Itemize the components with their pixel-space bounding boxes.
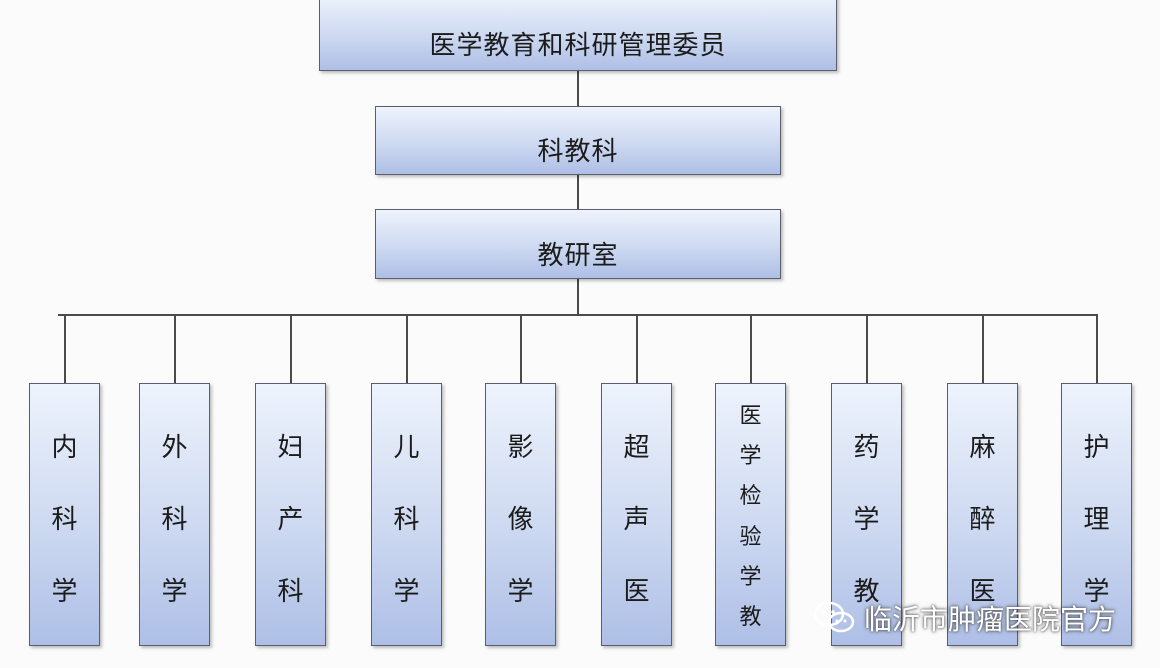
department-char: 像 [507,504,534,535]
connector-dept-2 [289,314,292,383]
department-char: 影 [507,433,534,464]
department-char: 儿 [393,433,420,464]
department-box: 外科学 [139,383,210,646]
connector-dept-8 [981,314,984,383]
department-char: 学 [161,576,188,607]
department-char: 理 [1083,504,1110,535]
jiaoyanshi-label: 教研室 [537,241,619,271]
department-char: 妇 [277,433,304,464]
connector-dept-3 [405,314,408,383]
keji-box: 科教科 [375,106,781,175]
department-char: 学 [393,576,420,607]
department-box: 药学教 [831,383,902,646]
department-char: 学 [1083,576,1110,607]
department-char: 教 [853,576,880,607]
connector-dept-9 [1095,314,1098,383]
department-char: 检 [739,484,762,510]
connector-dept-5 [635,314,638,383]
department-char: 产 [277,504,304,535]
department-char: 护 [1083,433,1110,464]
department-char: 麻 [969,433,996,464]
department-char: 医 [623,576,650,607]
jiaoyanshi-box: 教研室 [375,209,781,279]
department-char: 学 [51,576,78,607]
connector-top-to-keji [577,70,579,106]
top-committee-box: 医学教育和科研管理委员 [319,0,837,71]
department-box: 影像学 [485,383,556,646]
department-box: 妇产科 [255,383,326,646]
department-char: 外 [161,433,188,464]
watermark: 临沂市肿瘤医院官方 [812,596,1116,640]
department-char: 内 [51,433,78,464]
department-box: 麻醉医 [947,383,1018,646]
department-char: 学 [739,444,762,470]
department-box: 医学检验学教 [715,383,786,646]
keji-label: 科教科 [537,137,619,167]
department-char: 声 [623,504,650,535]
department-box: 护理学 [1061,383,1132,646]
department-box: 超声医 [601,383,672,646]
wechat-icon [813,601,855,633]
department-char: 学 [507,576,534,607]
department-char: 醉 [969,504,996,535]
department-char: 科 [161,504,188,535]
connector-jiaoyan-down [577,279,579,315]
connector-dept-6 [749,314,752,383]
connector-dept-0 [63,314,66,383]
department-char: 学 [853,504,880,535]
department-char: 科 [393,504,420,535]
department-char: 超 [623,433,650,464]
department-char: 教 [739,604,762,630]
connector-dept-4 [519,314,522,383]
top-committee-label: 医学教育和科研管理委员 [429,31,727,61]
department-char: 验 [739,524,762,550]
connector-dept-7 [865,314,868,383]
department-box: 内科学 [29,383,100,646]
watermark-text: 临沂市肿瘤医院官方 [864,603,1117,636]
department-char: 科 [277,576,304,607]
department-char: 学 [739,564,762,590]
department-char: 科 [51,504,78,535]
department-char: 药 [853,433,880,464]
connector-horizontal-bus [58,314,1098,316]
department-char: 医 [969,576,996,607]
department-box: 儿科学 [371,383,442,646]
connector-dept-1 [173,314,176,383]
department-char: 医 [739,404,762,430]
connector-keji-to-jiaoyan [577,175,579,209]
